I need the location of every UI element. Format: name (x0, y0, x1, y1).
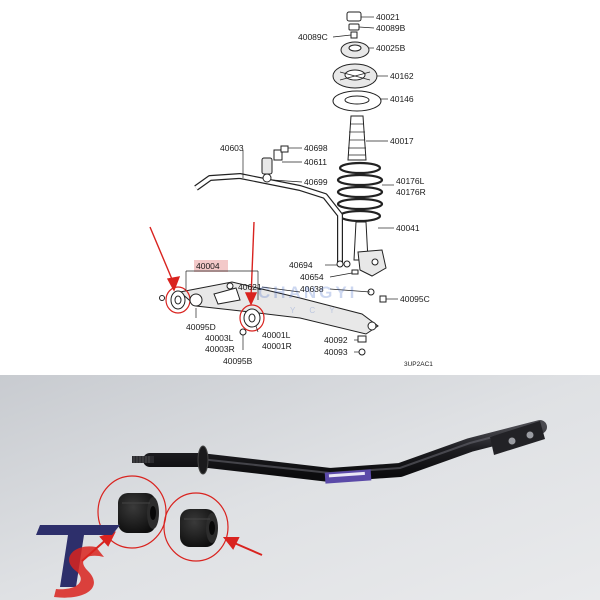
callout-40025b: 40025B (376, 43, 406, 53)
callout-40089c: 40089C (298, 32, 328, 42)
highlight-40004 (194, 260, 228, 272)
strut-top-parts (340, 11, 370, 59)
strut-assembly (353, 221, 387, 277)
callout-40654: 40654 (300, 272, 324, 282)
rear-bushing-diagram (239, 304, 265, 350)
bushing-photo-front (97, 475, 167, 549)
product-photo (0, 375, 600, 600)
callout-40001l: 40001L (262, 330, 291, 340)
callout-40699: 40699 (304, 177, 328, 187)
stabilizer-bar-photo (132, 420, 547, 484)
coil-spring (336, 161, 384, 223)
front-bushing-diagram (159, 286, 203, 318)
callout-40176r: 40176R (396, 187, 426, 197)
callout-40095b: 40095B (223, 356, 253, 366)
dust-boot (347, 115, 367, 161)
bushing-photo-rear (163, 492, 229, 562)
exploded-parts-diagram: 40021 40089B 40089C 40025B 40162 40146 4… (149, 11, 434, 368)
callout-40603: 40603 (220, 143, 244, 153)
callout-40004: 40004 (196, 261, 220, 271)
callout-40001r: 40001R (262, 341, 292, 351)
callout-40621: 40621 (238, 282, 262, 292)
callout-40021: 40021 (376, 12, 400, 22)
callout-40095d: 40095D (186, 322, 216, 332)
callout-40162: 40162 (390, 71, 414, 81)
spring-seat (332, 63, 378, 89)
callout-40089b: 40089B (376, 23, 406, 33)
callout-40017: 40017 (390, 136, 414, 146)
annotation-arrows-photo (81, 531, 263, 562)
logo-mark (36, 525, 120, 598)
watermark-brand: CHANGYI (258, 283, 357, 302)
watermark-sub: Y C Y (290, 306, 341, 315)
stabilizer-bracket (261, 145, 289, 183)
callout-40093: 40093 (324, 347, 348, 357)
ball-joint-nuts (357, 335, 367, 356)
lower-control-arm (178, 281, 379, 335)
annotation-arrows-diagram (149, 221, 258, 306)
callout-40176l: 40176L (396, 176, 425, 186)
callout-40003r: 40003R (205, 344, 235, 354)
callout-40092: 40092 (324, 335, 348, 345)
callout-40095c: 40095C (400, 294, 430, 304)
leader-lines (185, 16, 398, 353)
diagram-code: 3UP2AC1 (404, 361, 433, 368)
callout-40694: 40694 (289, 260, 313, 270)
watermark: CHANGYI Y C Y (258, 283, 357, 315)
callout-40146: 40146 (390, 94, 414, 104)
callout-40041: 40041 (396, 223, 420, 233)
callout-40611: 40611 (304, 157, 327, 167)
callout-40698: 40698 (304, 143, 328, 153)
callout-40003l: 40003L (205, 333, 234, 343)
stabilizer-bar (194, 173, 344, 268)
callout-40638: 40638 (300, 284, 324, 294)
part-number-callouts: 40021 40089B 40089C 40025B 40162 40146 4… (186, 12, 433, 368)
insulator-hole (344, 95, 370, 105)
